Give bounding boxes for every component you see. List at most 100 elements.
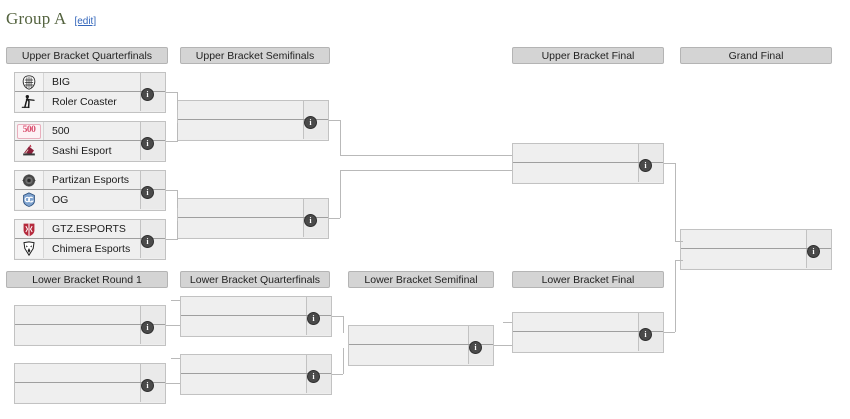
match-info-icon[interactable]: i <box>304 214 317 227</box>
match-opponent-top[interactable]: 500 500 <box>15 122 165 141</box>
match-opponent-bottom[interactable] <box>15 383 165 402</box>
team-name: Sashi Esport <box>52 144 112 157</box>
round-header-upper-bracket-quarterfinals[interactable]: Upper Bracket Quarterfinals <box>6 47 168 64</box>
connector-line <box>675 163 676 241</box>
connector-line <box>343 348 344 374</box>
match-info-icon[interactable]: i <box>304 116 317 129</box>
partizan-esports-logo <box>15 171 44 189</box>
match-info-icon[interactable]: i <box>807 245 820 258</box>
match-opponent-top[interactable] <box>181 297 331 316</box>
match-upper-bracket-final[interactable]: i <box>512 143 664 184</box>
match-opponent-top[interactable] <box>178 101 328 120</box>
match-info-icon[interactable]: i <box>307 312 320 325</box>
match-info-icon[interactable]: i <box>141 88 154 101</box>
connector-line <box>166 92 177 93</box>
match-lower-bracket-semifinal[interactable]: i <box>348 325 494 366</box>
connector-line <box>343 316 344 333</box>
connector-line <box>340 170 341 218</box>
match-info-icon[interactable]: i <box>639 159 652 172</box>
connector-line <box>177 221 178 240</box>
match-info-icon[interactable]: i <box>141 321 154 334</box>
team-name: Partizan Esports <box>52 174 130 186</box>
sashi-esport-logo <box>15 141 44 160</box>
page-title-row: Group A [edit] <box>6 9 96 29</box>
match-grand-final[interactable]: i <box>680 229 832 270</box>
connector-line <box>171 358 180 359</box>
connector-line <box>340 120 341 155</box>
match-ubqf-4[interactable]: GTZ.ESPORTS Chimera Esports i <box>14 219 166 260</box>
match-info-icon[interactable]: i <box>141 235 154 248</box>
match-opponent-top[interactable] <box>181 355 331 374</box>
match-opponent-bottom[interactable]: Chimera Esports <box>15 239 165 258</box>
team-name: GTZ.ESPORTS <box>52 223 126 235</box>
match-lbr1-2[interactable]: i <box>14 363 166 404</box>
match-ubqf-3[interactable]: Partizan Esports OG i <box>14 170 166 211</box>
round-header-upper-bracket-final[interactable]: Upper Bracket Final <box>512 47 664 64</box>
match-info-icon[interactable]: i <box>639 328 652 341</box>
connector-line <box>675 241 683 242</box>
round-header-upper-bracket-semifinals[interactable]: Upper Bracket Semifinals <box>180 47 330 64</box>
match-opponent-top[interactable]: BIG <box>15 73 165 92</box>
round-header-grand-final[interactable]: Grand Final <box>680 47 832 64</box>
edit-link[interactable]: [edit] <box>74 16 97 27</box>
team-name: BIG <box>52 76 71 88</box>
connector-line <box>166 190 177 191</box>
og-logo <box>15 190 44 209</box>
gtz-esports-logo <box>15 220 44 238</box>
connector-line <box>177 190 178 208</box>
match-ubqf-2[interactable]: 500 500 Sashi Esport i <box>14 121 166 162</box>
connector-line <box>675 260 683 261</box>
round-header-lower-bracket-round-1[interactable]: Lower Bracket Round 1 <box>6 271 168 288</box>
team-score <box>303 199 328 217</box>
match-opponent-bottom[interactable] <box>181 374 331 393</box>
match-lbqf-1[interactable]: i <box>180 296 332 337</box>
500-logo: 500 <box>15 122 44 140</box>
match-opponent-bottom[interactable]: Sashi Esport <box>15 141 165 160</box>
match-opponent-bottom[interactable]: OG <box>15 190 165 209</box>
round-header-lower-bracket-semifinal[interactable]: Lower Bracket Semifinal <box>348 271 494 288</box>
connector-line <box>340 155 512 156</box>
match-opponent-top[interactable] <box>178 199 328 218</box>
team-score <box>140 122 165 140</box>
connector-line <box>166 383 180 384</box>
connector-line <box>503 322 512 323</box>
match-ubsf-1[interactable]: i <box>177 100 329 141</box>
match-opponent-bottom[interactable] <box>181 316 331 335</box>
team-score <box>303 101 328 119</box>
match-opponent-top[interactable] <box>513 313 663 332</box>
connector-line <box>664 163 675 164</box>
match-opponent-bottom[interactable] <box>513 332 663 351</box>
connector-line <box>340 170 512 171</box>
match-info-icon[interactable]: i <box>141 186 154 199</box>
round-header-lower-bracket-quarterfinals[interactable]: Lower Bracket Quarterfinals <box>180 271 330 288</box>
match-ubqf-1[interactable]: BIG Roler Coaster i <box>14 72 166 113</box>
match-info-icon[interactable]: i <box>469 341 482 354</box>
match-opponent-top[interactable] <box>15 364 165 383</box>
team-score <box>806 230 831 248</box>
team-name: OG <box>52 193 69 206</box>
round-header-lower-bracket-final[interactable]: Lower Bracket Final <box>512 271 664 288</box>
team-score <box>306 355 331 373</box>
page-title: Group A <box>6 9 67 28</box>
connector-line <box>664 332 675 333</box>
match-lbr1-1[interactable]: i <box>14 305 166 346</box>
match-ubsf-2[interactable]: i <box>177 198 329 239</box>
match-opponent-top[interactable] <box>681 230 831 249</box>
match-opponent-top[interactable] <box>15 306 165 325</box>
match-info-icon[interactable]: i <box>141 379 154 392</box>
big-logo <box>15 73 44 91</box>
connector-line <box>166 239 177 240</box>
match-opponent-top[interactable] <box>513 144 663 163</box>
team-score <box>140 171 165 189</box>
match-lbqf-2[interactable]: i <box>180 354 332 395</box>
match-opponent-top[interactable]: GTZ.ESPORTS <box>15 220 165 239</box>
team-score <box>306 297 331 315</box>
match-info-icon[interactable]: i <box>307 370 320 383</box>
team-score <box>140 220 165 238</box>
match-info-icon[interactable]: i <box>141 137 154 150</box>
match-lower-bracket-final[interactable]: i <box>512 312 664 353</box>
match-opponent-top[interactable] <box>349 326 493 345</box>
match-opponent-bottom[interactable]: Roler Coaster <box>15 92 165 111</box>
match-opponent-top[interactable]: Partizan Esports <box>15 171 165 190</box>
